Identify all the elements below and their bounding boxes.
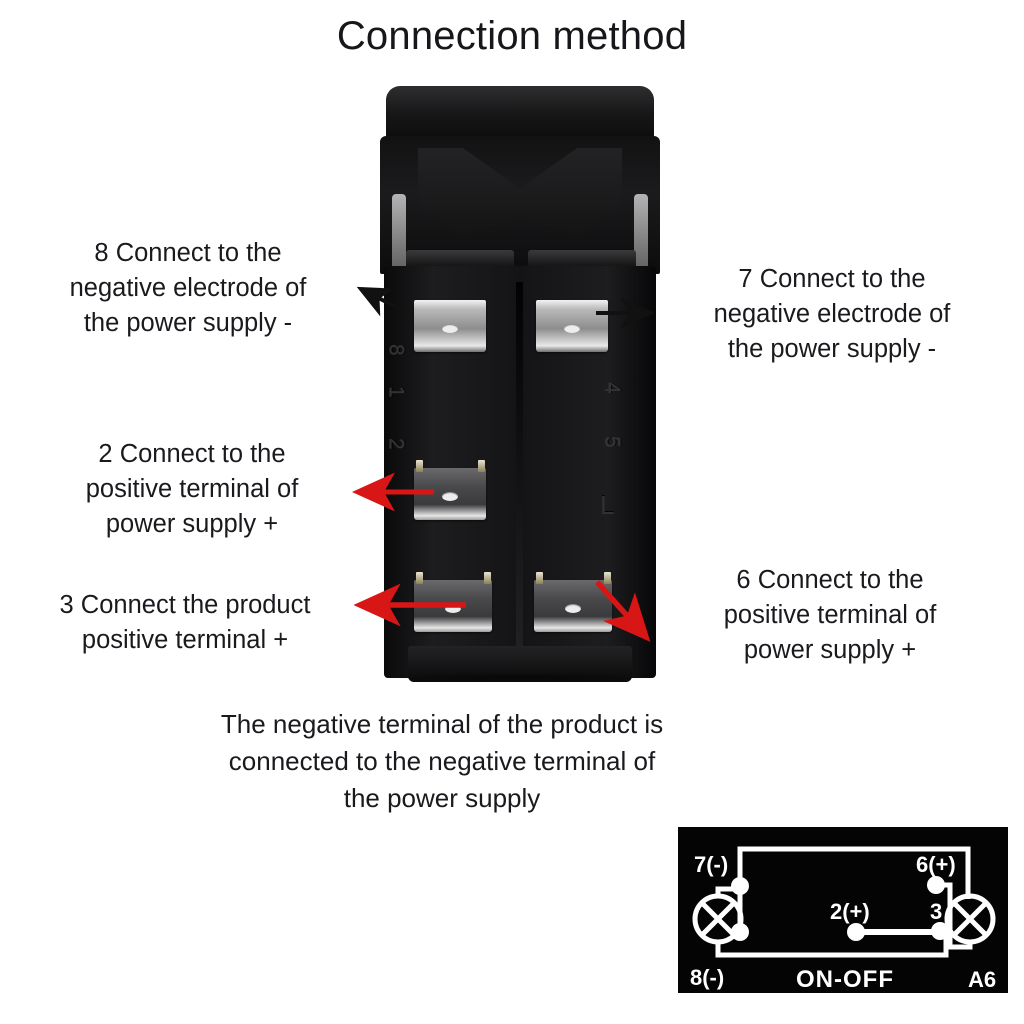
emboss-number-5: 5: [601, 436, 624, 448]
wiring-label-6: 6(+): [916, 852, 956, 877]
node-7: [731, 877, 749, 895]
blade-dimple: [442, 323, 458, 333]
callout-terminal-8: 8 Connect to the negative electrode of t…: [69, 239, 307, 337]
terminal-blade-6: [534, 580, 612, 632]
wire-bottom-rail: [715, 927, 949, 958]
node-6: [927, 876, 945, 894]
blade-pin: [478, 460, 485, 472]
emboss-number-4: 4: [601, 382, 624, 394]
emboss-mark-l: L: [600, 490, 615, 520]
terminal-blade-2: [414, 468, 486, 520]
rocker-highlight-left: [392, 194, 406, 272]
node-8: [731, 923, 749, 941]
callout-terminal-3: 3 Connect the product positive terminal …: [59, 591, 311, 654]
wiring-label-7: 7(-): [694, 852, 728, 877]
rocker-lip-right: [528, 250, 636, 268]
page-title: Connection method: [336, 14, 688, 58]
wiring-label-3: 3: [930, 899, 942, 924]
terminal-blade-7: [536, 300, 608, 352]
blade-pin: [416, 460, 423, 472]
wire-top-rail: [737, 846, 971, 899]
callout-terminal-2: 2 Connect to the positive terminal of po…: [85, 440, 299, 538]
rocker-highlight-right: [634, 194, 648, 272]
callout-terminal-6: 6 Connect to the positive terminal of po…: [723, 566, 937, 664]
blade-dimple: [442, 491, 458, 501]
bottom-note: The negative terminal of the product is …: [220, 709, 664, 813]
switch-base-flange: [408, 646, 632, 682]
blade-dimple: [445, 603, 461, 613]
terminal-blade-8: [414, 300, 486, 352]
wire-6-to-lamp-right: [936, 882, 973, 950]
blade-pin: [416, 572, 423, 584]
wiring-diagram: 7(-) 6(+) 2(+) 3 8(-) ON-OFF A6: [678, 827, 1008, 993]
blade-pin: [536, 572, 543, 584]
node-3: [931, 922, 949, 940]
wiring-label-on-off: ON-OFF: [796, 966, 894, 993]
blade-dimple: [565, 603, 581, 613]
node-2: [847, 923, 865, 941]
rocker-switch-illustration: 8 1 2 4 5 L: [378, 86, 662, 682]
terminal-blade-3: [414, 580, 492, 632]
rocker-lip-left: [406, 250, 514, 268]
emboss-number-1: 1: [385, 386, 408, 398]
emboss-number-2: 2: [385, 438, 408, 450]
wiring-label-8: 8(-): [690, 965, 724, 990]
wiring-label-a6: A6: [968, 967, 996, 992]
blade-pin: [484, 572, 491, 584]
housing-center-divider: [516, 282, 523, 670]
callout-terminal-7: 7 Connect to the negative electrode of t…: [713, 265, 951, 363]
switch-drop-shadow: [388, 672, 652, 682]
emboss-number-8: 8: [385, 344, 408, 356]
wiring-label-2: 2(+): [830, 899, 870, 924]
blade-pin: [604, 572, 611, 584]
blade-dimple: [564, 323, 580, 333]
